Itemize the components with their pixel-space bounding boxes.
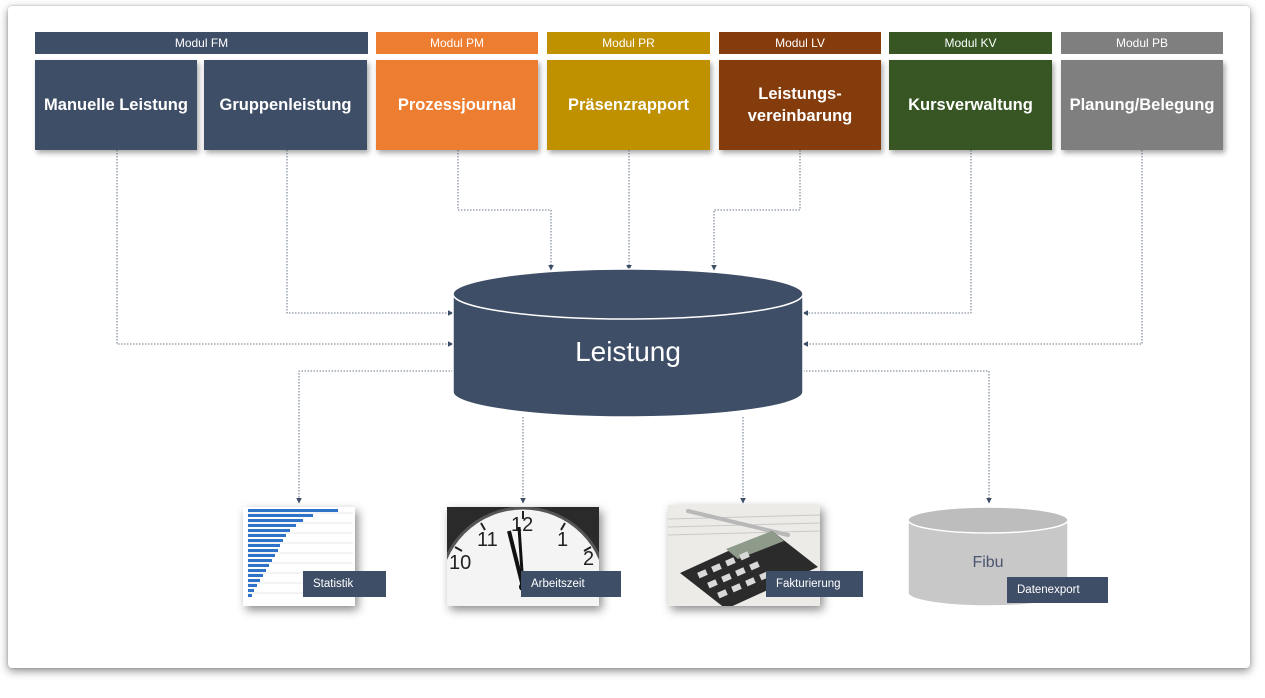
tile-label: Präsenzrapport (567, 96, 690, 114)
tile-label-line2: vereinbarung (747, 107, 853, 125)
leistung-database (452, 268, 804, 418)
connector-manuelle-leistung (116, 150, 454, 347)
fakturierung-tag: Fakturierung (766, 571, 863, 597)
tile-prozessjournal: Prozessjournal (376, 60, 538, 150)
tile-manuelle-leistung: Manuelle Leistung (35, 60, 197, 150)
connector-leistungsvereinbarung (711, 150, 801, 271)
connector-planung-belegung (802, 150, 1143, 347)
module-header-lv: Modul LV (719, 32, 881, 54)
arbeitszeit-tag: Arbeitszeit (521, 571, 621, 597)
bar-chart-icon (248, 509, 353, 597)
tile-label: Manuelle Leistung (44, 96, 188, 114)
tile-label: Kursverwaltung (908, 96, 1033, 114)
tile-kursverwaltung: Kursverwaltung (889, 60, 1052, 150)
module-header-pb: Modul PB (1061, 32, 1223, 54)
leistung-label: Leistung (575, 336, 681, 367)
tile-label-line1: Leistungs- (758, 85, 842, 103)
tile-gruppenleistung: Gruppenleistung (204, 60, 367, 150)
clock-number-12: 12 (511, 514, 533, 536)
connector-fibu (803, 370, 992, 504)
tile-label: Prozessjournal (397, 96, 517, 114)
tile-planung-belegung: Planung/Belegung (1061, 60, 1223, 150)
module-header-pm: Modul PM (376, 32, 538, 54)
module-header-fm: Modul FM (35, 32, 368, 54)
connector-kursverwaltung (802, 150, 972, 316)
connector-statistik (296, 370, 453, 504)
module-header-pr: Modul PR (547, 32, 710, 54)
clock-number-2: 2 (583, 548, 594, 570)
module-header-kv: Modul KV (889, 32, 1052, 54)
tile-leistungsvereinbarung: Leistungs- vereinbarung (719, 60, 881, 150)
clock-number-1: 1 (557, 529, 568, 551)
tile-label: Planung/Belegung (1069, 96, 1215, 114)
clock-number-10: 10 (449, 552, 471, 574)
datenexport-tag: Datenexport (1007, 577, 1108, 603)
clock-number-11: 11 (477, 529, 498, 551)
calculator-icon (668, 505, 820, 606)
connector-prozessjournal (457, 150, 554, 271)
tile-praesenzrapport: Präsenzrapport (547, 60, 710, 150)
connector-gruppenleistung (286, 150, 454, 316)
tile-label: Gruppenleistung (219, 96, 352, 114)
statistik-tag: Statistik (303, 571, 386, 597)
fibu-label: Fibu (972, 554, 1004, 571)
